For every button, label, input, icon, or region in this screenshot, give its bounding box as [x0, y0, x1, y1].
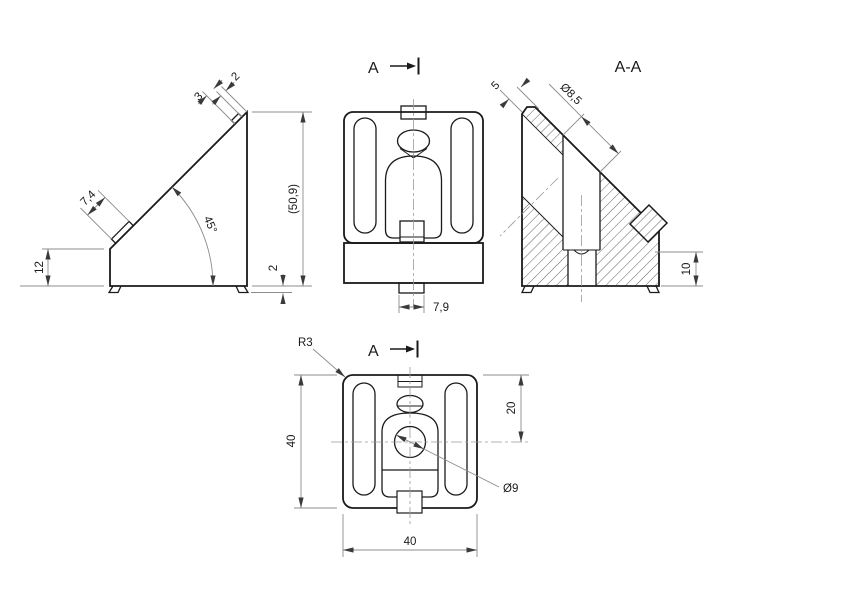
- dim-side-overall-height: (50,9): [288, 184, 300, 214]
- plan-slot-right: [444, 382, 468, 496]
- dim-side-front-height: 12: [34, 261, 46, 274]
- front-boss-outline: [384, 155, 443, 239]
- dim-plan-hole-dia: Ø9: [503, 483, 518, 495]
- front-view: A 7,9: [343, 57, 484, 314]
- front-section-marker-label: A: [368, 60, 379, 77]
- section-view: A-A 5 Ø8,5: [489, 59, 703, 302]
- side-view: 12 7,4 2 3 45° (50,9) 2: [20, 70, 312, 304]
- side-foot-left: [107, 285, 122, 294]
- dim-plan-corner-radius: R3: [298, 337, 313, 349]
- section-hatch-right: [596, 172, 659, 286]
- dim-side-apex-offset: 2: [229, 70, 242, 83]
- section-hatch-left: [522, 196, 568, 286]
- front-bottom-tab: [398, 282, 425, 294]
- dim-plan-hole-offset: 20: [506, 402, 518, 415]
- dim-front-tab-width: 7,9: [433, 302, 449, 314]
- dim-side-foot-height: 2: [268, 265, 280, 271]
- dim-section-edge-height: 10: [681, 263, 693, 276]
- plan-view: A R3 Ø9 40 20: [286, 337, 529, 557]
- section-label: A-A: [615, 59, 642, 76]
- section-cut-arrow-icon: [390, 340, 419, 358]
- side-foot-right: [235, 285, 250, 294]
- dim-plan-width: 40: [404, 536, 417, 548]
- dim-side-angle: 45°: [201, 214, 219, 235]
- plan-section-marker-label: A: [368, 343, 379, 360]
- section-foot-left: [520, 285, 535, 294]
- section-outline: [521, 106, 660, 287]
- front-slot-right: [450, 117, 474, 234]
- section-cut-arrow-icon: [390, 57, 420, 75]
- front-mid-tab: [399, 220, 425, 243]
- dim-side-slot-lip: 7,4: [79, 188, 99, 208]
- plan-bottom-tab: [396, 490, 423, 514]
- front-slot-left: [353, 117, 377, 234]
- section-foot-right: [646, 285, 661, 294]
- side-slot-lip: [110, 220, 134, 244]
- side-outline: [109, 109, 248, 287]
- dim-section-bore-dia: Ø8,5: [558, 81, 584, 107]
- dim-plan-height: 40: [286, 435, 298, 448]
- section-centerline-bore: [499, 177, 559, 237]
- section-nut-block: [628, 203, 669, 244]
- plan-slot-left: [352, 382, 376, 496]
